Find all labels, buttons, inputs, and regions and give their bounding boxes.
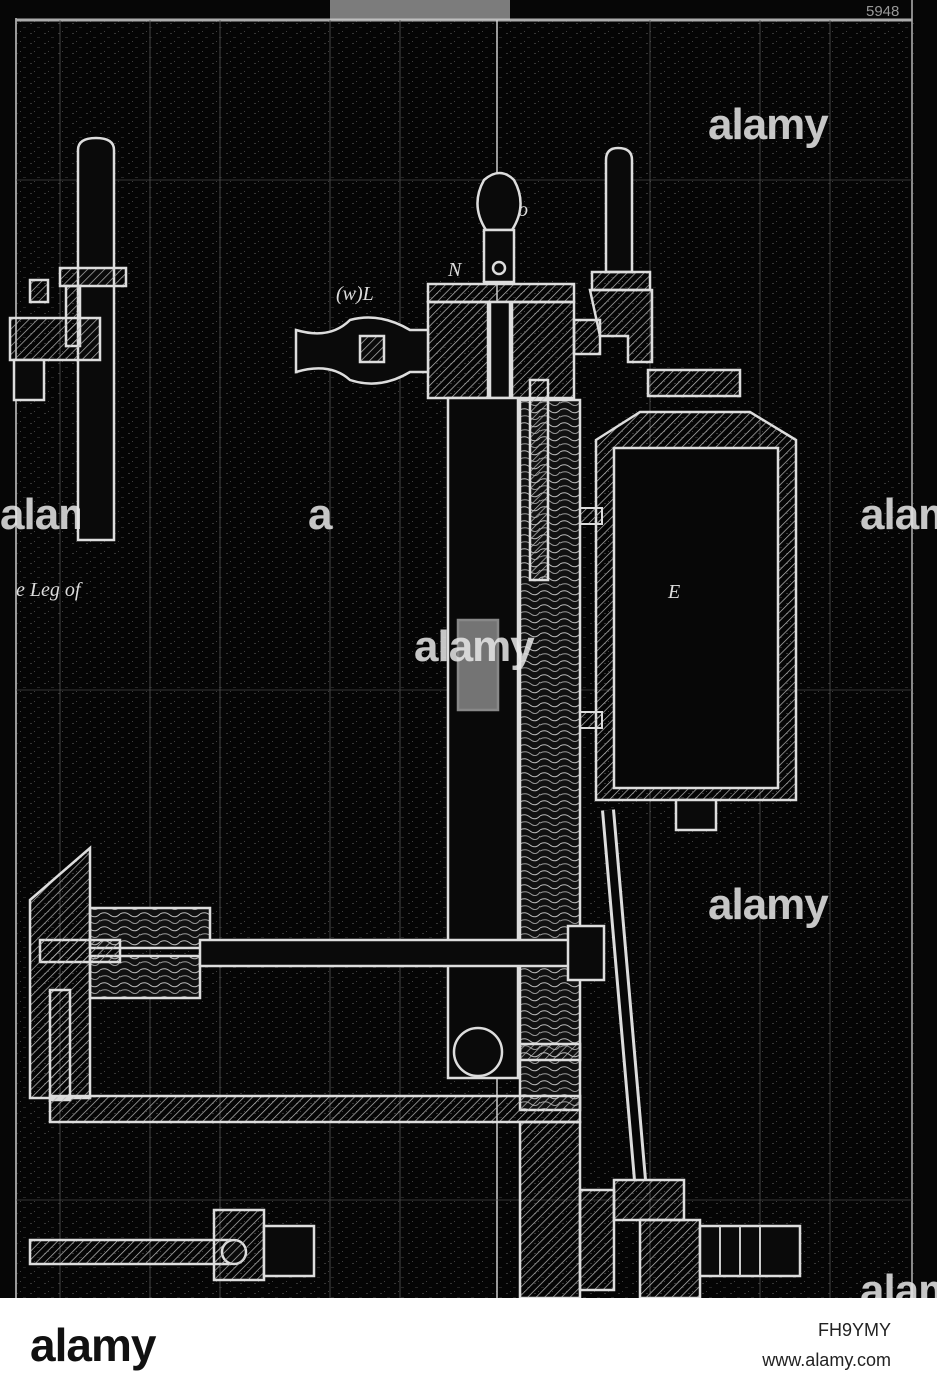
- watermark-lower-right: alamy: [708, 880, 829, 929]
- pipe-elbow-detail: [8, 136, 128, 542]
- label-e: E: [667, 581, 680, 603]
- corner-id: 5948: [866, 3, 899, 20]
- watermark-left: alamy: [0, 490, 80, 539]
- bottom-plate: [48, 1042, 582, 1300]
- watermark-center: a: [308, 490, 333, 539]
- handle-wl: [294, 316, 430, 385]
- blueprint-drawing: o N (w)L E e Leg of 5948 alamy alamy a a…: [0, 0, 937, 1315]
- stock-footer: [0, 1298, 937, 1390]
- image-id: FH9YMY: [817, 1320, 891, 1340]
- wood-block: [518, 378, 582, 1112]
- right-pipe-valve: [588, 146, 654, 364]
- crosshead: [426, 282, 602, 400]
- watermark-top-right: alamy: [708, 100, 829, 149]
- label-n: N: [447, 259, 463, 281]
- bottom-right-joint: [578, 1178, 802, 1300]
- watermark-right: alam: [860, 490, 937, 539]
- left-bracket: [28, 845, 92, 1102]
- label-wl: (w)L: [336, 283, 374, 305]
- alamy-logo: alamy: [30, 1319, 156, 1371]
- label-leg-of: e Leg of: [16, 579, 83, 601]
- cylinder-e: [594, 368, 798, 832]
- horizontal-bolt: [38, 906, 606, 1000]
- bottom-left-fitting: [28, 1208, 316, 1282]
- site-url: www.alamy.com: [762, 1350, 891, 1370]
- watermark-middle: alamy: [414, 622, 535, 671]
- label-o: o: [518, 199, 528, 221]
- knob-o: [476, 171, 522, 284]
- vertical-rod: [446, 396, 520, 1080]
